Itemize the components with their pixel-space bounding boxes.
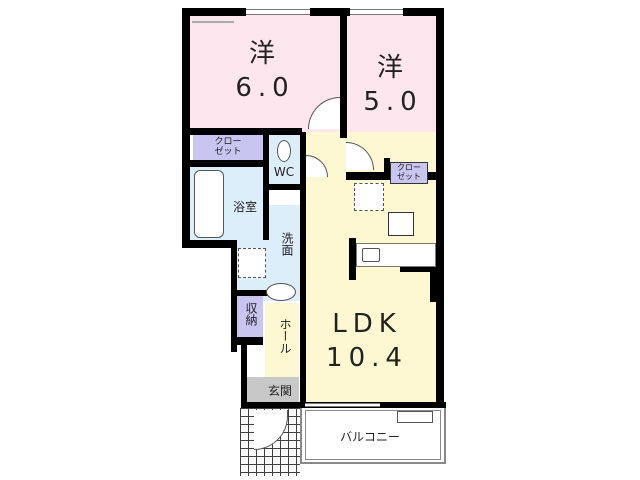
- window: [350, 9, 403, 15]
- balcony-inner: [305, 410, 441, 460]
- balcony-label: バルコニー: [340, 430, 400, 444]
- entrance-label: 玄関: [267, 384, 292, 398]
- storage-label: 収納: [244, 302, 258, 326]
- wall: [182, 128, 302, 135]
- wall: [231, 290, 271, 296]
- wall: [384, 158, 390, 178]
- bathroom-label: 浴室: [232, 200, 257, 214]
- toilet-label: WC: [273, 165, 295, 179]
- washroom-label: 洗面: [280, 232, 294, 256]
- closet-1-line1: クロー: [214, 137, 242, 147]
- wall: [403, 8, 443, 16]
- wall: [340, 8, 347, 138]
- wall: [182, 240, 237, 248]
- wall: [436, 8, 444, 408]
- wall: [263, 132, 269, 240]
- range-hood-icon: [388, 212, 414, 236]
- ldk-size: 10.4: [326, 343, 408, 373]
- wall: [430, 272, 436, 302]
- fridge-space-icon: [354, 183, 384, 211]
- closet-2-label: クロー ゼット: [390, 163, 428, 181]
- closet-1-line2: ゼット: [214, 147, 242, 157]
- wall: [310, 8, 350, 16]
- washer-space-icon: [238, 248, 266, 278]
- ldk-label: LDK: [332, 309, 402, 339]
- entrance: [247, 377, 299, 405]
- hall: [265, 303, 299, 378]
- closet-1-label: クロー ゼット: [193, 137, 263, 157]
- window: [305, 403, 380, 407]
- western-room-2-size: 5.0: [363, 87, 423, 117]
- wall: [182, 160, 266, 167]
- window: [246, 9, 310, 15]
- sink-icon: [362, 248, 380, 262]
- western-room-1-size: 6.0: [235, 73, 295, 103]
- wall: [231, 240, 237, 352]
- closet-2-line2: ゼット: [397, 172, 421, 181]
- wall: [400, 266, 436, 272]
- wall: [231, 337, 263, 345]
- storage: [237, 295, 263, 337]
- wall: [269, 184, 300, 190]
- window: [192, 21, 234, 23]
- wall: [182, 8, 246, 16]
- closet-1: [193, 135, 263, 160]
- wall: [349, 238, 356, 280]
- closet-2-line1: クロー: [397, 163, 421, 172]
- aircon-icon: [397, 411, 433, 423]
- closet-2: [390, 162, 428, 184]
- washbasin-icon: [266, 283, 296, 301]
- toilet-icon: [277, 140, 291, 162]
- western-room-2-label: 洋: [376, 53, 409, 83]
- western-room-1-label: 洋: [248, 39, 281, 69]
- hall-label: ホール: [278, 318, 292, 354]
- wall: [241, 345, 247, 407]
- bathtub-icon: [194, 170, 224, 238]
- wall: [300, 132, 306, 408]
